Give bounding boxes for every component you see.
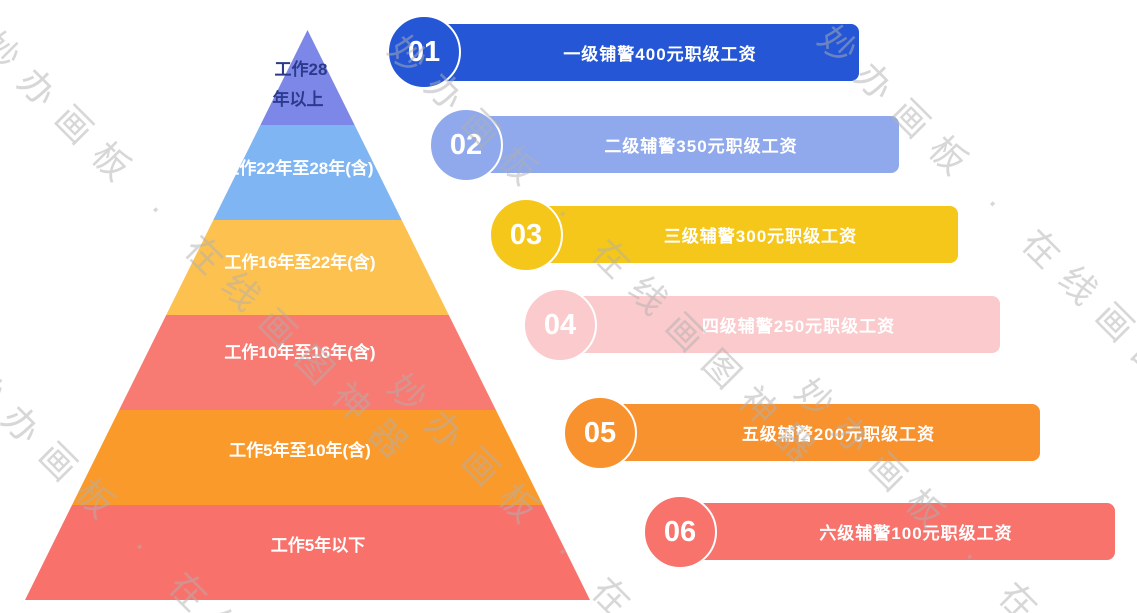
- pyramid-layer-1-label-line-2: 年以上: [273, 89, 324, 109]
- list-item-5-label: 五级辅警200元职级工资: [741, 425, 936, 444]
- pyramid-layer-1: [260, 30, 355, 125]
- list-item-5-bar: 五级辅警200元职级工资: [600, 404, 1040, 461]
- pyramid-layer-6-label: 工作5年以下: [271, 535, 365, 555]
- list-item-1-number: 01: [407, 35, 441, 68]
- list-item-1-label: 一级铺警400元职级工资: [563, 45, 757, 64]
- list-item-1-bar: 一级铺警400元职级工资: [424, 24, 859, 81]
- list-item-6-number: 06: [663, 515, 697, 548]
- list-item-4-number-badge: 04: [523, 288, 597, 362]
- pyramid-layer-4: [119, 315, 496, 410]
- pyramid: 工作28 年以上 工作22年至28年(含) 工作16年至22年(含) 工作10年…: [25, 30, 590, 600]
- pyramid-layer-5-label: 工作5年至10年(含): [229, 440, 371, 460]
- list-item-2-number-badge: 02: [429, 108, 503, 182]
- watermark: 妙办画板 · 在线画图神器: [787, 370, 1137, 613]
- pyramid-layer-1-label-line-1: 工作28: [275, 59, 328, 79]
- pyramid-layer-6: [25, 505, 590, 600]
- list-item-2-number: 02: [449, 128, 483, 161]
- list-item-3-number: 03: [509, 218, 543, 251]
- list-item-1-number-badge: 01: [387, 15, 461, 89]
- list-item-5-number-badge: 05: [563, 396, 637, 470]
- list-item-3-bar: 三级辅警300元职级工资: [526, 206, 958, 263]
- pyramid-layer-2-label: 工作22年至28年(含): [222, 158, 373, 178]
- pyramid-layer-5: [72, 410, 543, 505]
- list-item-4-label: 四级辅警250元职级工资: [701, 317, 896, 336]
- list-item-4-number: 04: [543, 308, 577, 341]
- list-item-6-label: 六级辅警100元职级工资: [819, 524, 1013, 543]
- list-item-2-bar: 二级辅警350元职级工资: [466, 116, 899, 173]
- list-item-3-label: 三级辅警300元职级工资: [663, 227, 858, 246]
- list-item-4-bar: 四级辅警250元职级工资: [560, 296, 1000, 353]
- pyramid-layer-2: [213, 125, 402, 220]
- pyramid-layer-3-label: 工作16年至22年(含): [224, 252, 375, 272]
- list-item-2-label: 二级辅警350元职级工资: [604, 137, 798, 156]
- pyramid-layer-4-label: 工作10年至16年(含): [224, 342, 375, 362]
- list-item-5-number: 05: [583, 416, 617, 449]
- list-item-6-number-badge: 06: [643, 495, 717, 569]
- list-item-6-bar: 六级辅警100元职级工资: [680, 503, 1115, 560]
- pyramid-layer-3: [166, 220, 449, 315]
- list-item-3-number-badge: 03: [489, 198, 563, 272]
